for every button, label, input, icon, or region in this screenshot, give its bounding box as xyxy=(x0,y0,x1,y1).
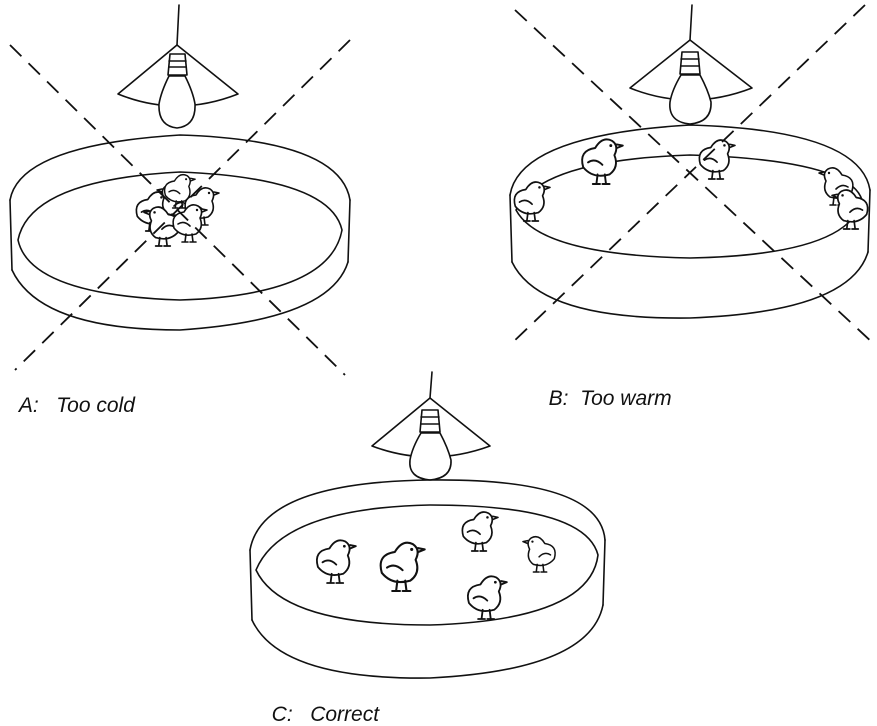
cross-mark xyxy=(509,4,876,346)
heat-lamp xyxy=(371,397,491,481)
caption-a: A: Too cold xyxy=(8,374,135,416)
caption-c: C: Correct xyxy=(260,683,379,725)
caption-label: Correct xyxy=(310,703,380,726)
heat-lamp xyxy=(117,44,239,129)
caption-b: B: Too warm xyxy=(537,367,672,409)
panel-c xyxy=(249,371,606,679)
brooder-ring xyxy=(249,479,606,679)
brooder-ring xyxy=(509,124,871,319)
panel-b xyxy=(509,4,876,346)
caption-letter: C: xyxy=(271,703,293,726)
lamp-cord xyxy=(689,4,693,41)
brooder-diagram xyxy=(9,4,876,679)
chicks-at-edges xyxy=(513,138,869,230)
heat-lamp xyxy=(629,39,753,125)
lamp-cord xyxy=(176,4,180,46)
chicks-evenly-spread xyxy=(315,511,556,620)
caption-letter: B: xyxy=(548,387,569,410)
caption-label: Too cold xyxy=(56,394,135,417)
cross-mark xyxy=(9,39,351,376)
panel-a xyxy=(9,4,351,376)
brooder-ring xyxy=(9,134,351,331)
lamp-cord xyxy=(429,371,433,399)
caption-letter: A: xyxy=(18,394,39,417)
caption-label: Too warm xyxy=(580,387,672,410)
